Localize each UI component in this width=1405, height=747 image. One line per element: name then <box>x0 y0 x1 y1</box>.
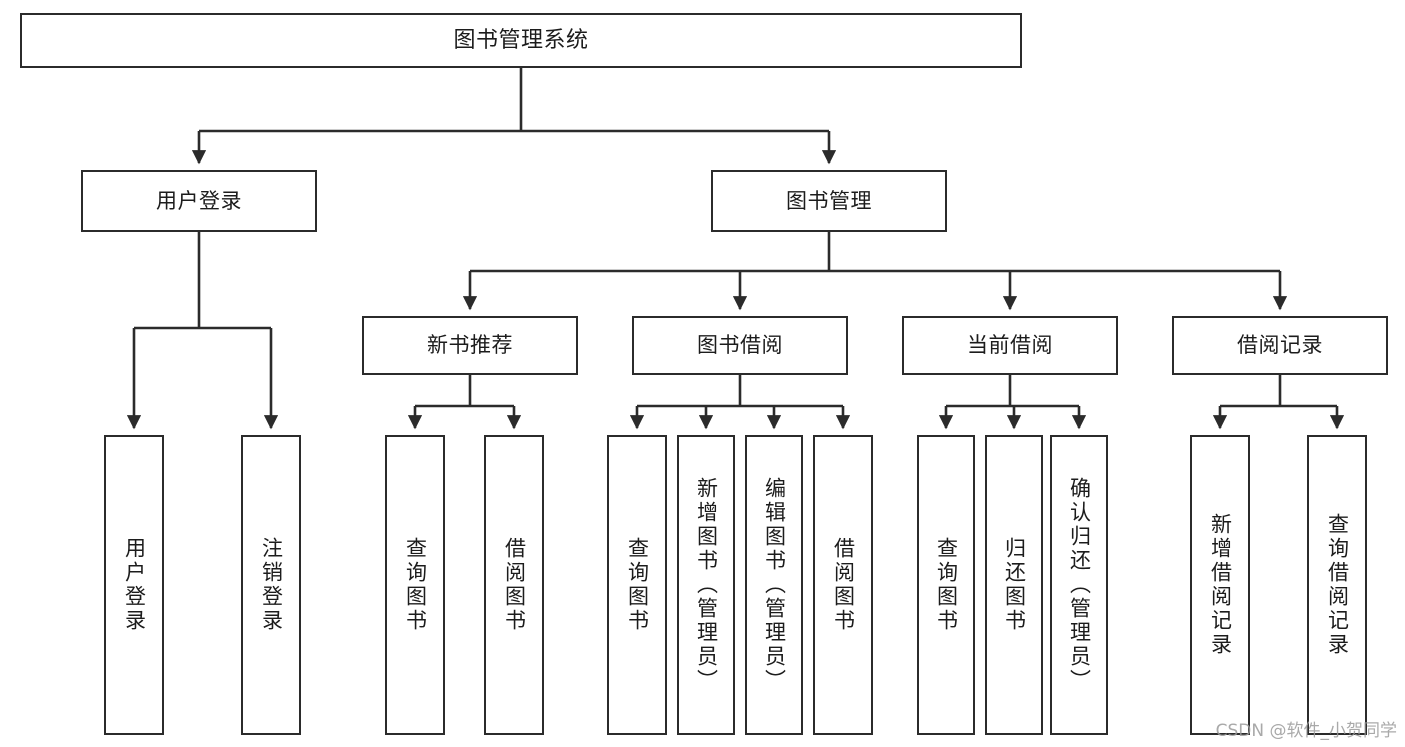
node-book-borrow-label: 图书借阅 <box>697 333 783 358</box>
leaf-borrow-query-book[interactable]: 查询图书 <box>607 435 667 735</box>
node-current-borrow[interactable]: 当前借阅 <box>902 316 1118 375</box>
leaf-current-confirm-return-admin[interactable]: 确认归还（管理员） <box>1050 435 1108 735</box>
node-borrow-records[interactable]: 借阅记录 <box>1172 316 1388 375</box>
node-root[interactable]: 图书管理系统 <box>20 13 1022 68</box>
leaf-records-add-record[interactable]: 新增借阅记录 <box>1190 435 1250 735</box>
leaf-user-logout[interactable]: 注销登录 <box>241 435 301 735</box>
node-current-borrow-label: 当前借阅 <box>967 333 1053 358</box>
leaf-borrow-edit-book-admin[interactable]: 编辑图书（管理员） <box>745 435 803 735</box>
leaf-borrow-edit-book-admin-label: 编辑图书（管理员） <box>762 477 787 693</box>
leaf-current-return-book[interactable]: 归还图书 <box>985 435 1043 735</box>
node-new-book-recommend[interactable]: 新书推荐 <box>362 316 578 375</box>
leaf-borrow-borrow-book[interactable]: 借阅图书 <box>813 435 873 735</box>
node-book-management[interactable]: 图书管理 <box>711 170 947 232</box>
node-new-book-recommend-label: 新书推荐 <box>427 333 513 358</box>
leaf-current-return-book-label: 归还图书 <box>1002 537 1027 633</box>
leaf-current-query-book-label: 查询图书 <box>934 537 959 633</box>
leaf-records-add-record-label: 新增借阅记录 <box>1208 513 1233 657</box>
leaf-borrow-add-book-admin[interactable]: 新增图书（管理员） <box>677 435 735 735</box>
leaf-newbook-query-book-label: 查询图书 <box>403 537 428 633</box>
node-borrow-records-label: 借阅记录 <box>1237 333 1323 358</box>
leaf-records-query-record-label: 查询借阅记录 <box>1325 513 1350 657</box>
leaf-newbook-borrow-book[interactable]: 借阅图书 <box>484 435 544 735</box>
node-user-login[interactable]: 用户登录 <box>81 170 317 232</box>
leaf-user-login-label: 用户登录 <box>122 537 147 633</box>
leaf-user-login[interactable]: 用户登录 <box>104 435 164 735</box>
leaf-current-confirm-return-admin-label: 确认归还（管理员） <box>1067 477 1092 693</box>
leaf-borrow-borrow-book-label: 借阅图书 <box>831 537 856 633</box>
leaf-newbook-borrow-book-label: 借阅图书 <box>502 537 527 633</box>
leaf-borrow-query-book-label: 查询图书 <box>625 537 650 633</box>
leaf-current-query-book[interactable]: 查询图书 <box>917 435 975 735</box>
node-book-borrow[interactable]: 图书借阅 <box>632 316 848 375</box>
node-user-login-label: 用户登录 <box>156 188 242 213</box>
leaf-borrow-add-book-admin-label: 新增图书（管理员） <box>694 477 719 693</box>
node-book-management-label: 图书管理 <box>786 188 872 213</box>
leaf-user-logout-label: 注销登录 <box>259 537 284 633</box>
leaf-records-query-record[interactable]: 查询借阅记录 <box>1307 435 1367 735</box>
node-root-label: 图书管理系统 <box>453 27 589 53</box>
leaf-newbook-query-book[interactable]: 查询图书 <box>385 435 445 735</box>
